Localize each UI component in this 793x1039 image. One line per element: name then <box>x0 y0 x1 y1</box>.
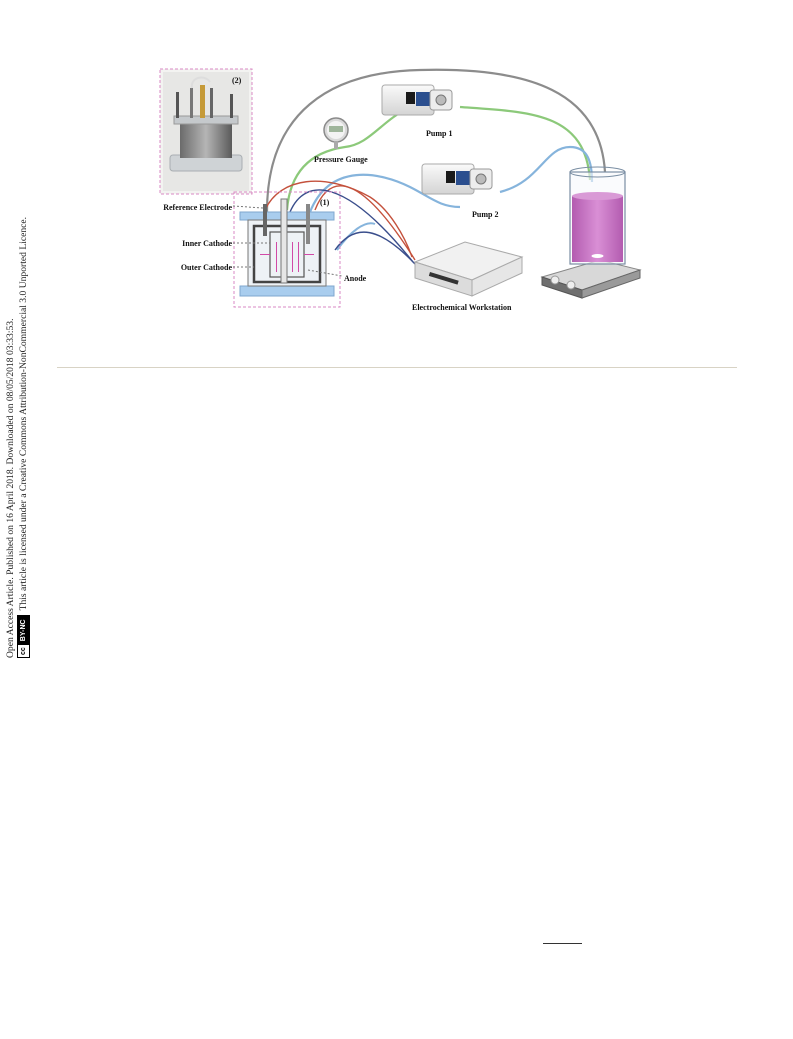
stirrer-knob-1 <box>550 275 560 285</box>
beaker-liquid <box>572 196 623 262</box>
photo-reactor-lid <box>173 115 239 125</box>
label-outer-cathode: Outer Cathode <box>181 263 233 272</box>
cc-license-badge[interactable]: cc BY-NC <box>17 615 30 658</box>
label-reference-electrode: Reference Electrode <box>163 203 232 212</box>
stirrer-side <box>581 269 641 299</box>
green-tube-1 <box>285 106 411 211</box>
photo-reactor-body <box>180 122 232 158</box>
blue-tube-1 <box>308 173 461 213</box>
photo-rod-4 <box>210 88 213 118</box>
license-line: cc BY-NC This article is licensed under … <box>17 118 30 658</box>
center-electrode <box>280 198 288 284</box>
schematic-frame <box>233 191 341 308</box>
pump-1-panel <box>416 92 430 106</box>
pump-2-rotor <box>475 173 487 185</box>
publication-info-line: Open Access Article. Published on 16 Apr… <box>4 118 17 658</box>
label-pump-2: Pump 2 <box>472 210 498 219</box>
pump-2-display <box>446 171 455 183</box>
label-pump-1: Pump 1 <box>426 129 452 138</box>
beaker-rim <box>569 166 626 178</box>
pressure-gauge: Pressure Gauge <box>314 117 368 164</box>
electrochemical-workstation: Electrochemical Workstation <box>412 241 524 312</box>
reactor-bottom-plate <box>239 285 335 297</box>
red-wire-2 <box>314 185 416 261</box>
beaker-and-stirrer <box>540 166 642 299</box>
license-type: BY-NC <box>18 616 29 645</box>
license-statement: This article is licensed under a Creativ… <box>18 216 29 611</box>
photo-rod-2 <box>190 88 193 118</box>
workstation-side <box>471 256 523 297</box>
red-wire-1 <box>264 180 413 258</box>
license-sidebar: Open Access Article. Published on 16 Apr… <box>4 118 44 658</box>
gauge-stem <box>334 141 338 149</box>
section-divider <box>57 367 737 368</box>
footnote-rule <box>543 943 582 944</box>
reference-electrode-rod <box>263 204 267 236</box>
pump-1: Pump 1 <box>381 84 453 138</box>
publication-info: Open Access Article. Published on 16 Apr… <box>5 318 16 658</box>
photo-rod-1 <box>176 92 179 118</box>
panel-label-2: (2) <box>232 76 242 85</box>
leader-anode <box>307 269 343 277</box>
label-pressure-gauge: Pressure Gauge <box>314 155 368 164</box>
blue-tube-3 <box>336 222 376 251</box>
reactor-schematic-panel: (1) <box>233 191 341 308</box>
stirrer-knob-2 <box>566 280 576 290</box>
stir-bar <box>591 254 604 258</box>
flow-arrows <box>260 242 314 272</box>
experimental-setup-figure: (2) <box>130 52 670 327</box>
navy-wire-2 <box>334 231 416 265</box>
gray-tube-loop <box>265 68 607 213</box>
beaker-liquid-surface <box>572 192 623 200</box>
photo-rod-3 <box>200 85 205 118</box>
workstation-display <box>428 272 459 285</box>
photo-tubing <box>190 76 211 89</box>
leader-reference <box>232 205 264 209</box>
setup-diagram: (2) <box>159 68 642 312</box>
label-inner-cathode: Inner Cathode <box>182 239 232 248</box>
gauge-display <box>329 126 343 132</box>
label-electrochemical-workstation: Electrochemical Workstation <box>412 303 512 312</box>
reactor-photo-panel: (2) <box>159 68 253 195</box>
license-sidebar-text: Open Access Article. Published on 16 Apr… <box>4 118 44 658</box>
pump-1-rotor <box>435 94 447 106</box>
photo-rod-5 <box>230 94 233 118</box>
pump-2-panel <box>456 171 470 185</box>
panel-label-1: (1) <box>320 198 330 207</box>
anode-rod <box>306 204 310 244</box>
green-tube-2 <box>459 105 592 181</box>
pump-1-display <box>406 92 415 104</box>
cc-icon: cc <box>18 644 29 657</box>
label-anode: Anode <box>344 274 367 283</box>
pump-2: Pump 2 <box>421 163 498 219</box>
blue-tube-2 <box>499 145 594 194</box>
